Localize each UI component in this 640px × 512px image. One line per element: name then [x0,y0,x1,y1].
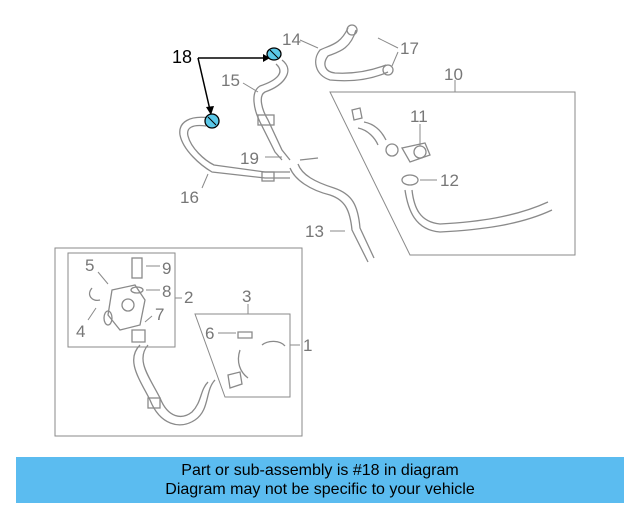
callout-6: 6 [205,324,214,343]
hose-15 [260,59,291,161]
callout-5: 5 [85,256,94,275]
callout-8: 8 [162,282,171,301]
callout-14: 14 [282,30,301,49]
callout-18: 18 [172,47,192,67]
thermostat-housing [107,284,146,331]
hose-14 [315,27,389,82]
callout-2: 2 [184,288,193,307]
callout-15: 15 [221,71,240,90]
clamp-18-lower [204,113,220,129]
callout-11: 11 [410,107,428,126]
group-10-box [329,91,576,256]
callout-18-leader-b [197,57,211,111]
parts-diagram: 18 14 17 10 15 11 19 12 16 13 5 9 8 2 3 … [54,24,576,437]
hose-10 [404,189,553,233]
callout-12: 12 [440,171,459,190]
callout-9: 9 [162,259,171,278]
caption-line-2: Diagram may not be specific to your vehi… [165,481,475,498]
callout-19: 19 [240,149,259,168]
callout-7: 7 [155,305,164,324]
callout-16: 16 [180,188,199,207]
callout-17: 17 [400,39,419,58]
group-2-box [67,252,176,348]
hose-16 [179,116,290,179]
caption-banner: Part or sub-assembly is #18 in diagram D… [16,457,624,503]
group-1-box [54,247,303,437]
lower-hose [133,344,216,426]
callout-3: 3 [242,287,251,306]
caption-line-1: Part or sub-assembly is #18 in diagram [181,462,459,479]
callout-13: 13 [305,222,324,241]
clamp-18-upper [266,47,282,61]
pipe-13 [289,167,369,263]
callout-1: 1 [303,336,312,355]
callout-10: 10 [444,65,463,84]
callout-4: 4 [76,322,85,341]
water-outlet-11 [400,142,431,163]
group-3-box [194,313,291,398]
